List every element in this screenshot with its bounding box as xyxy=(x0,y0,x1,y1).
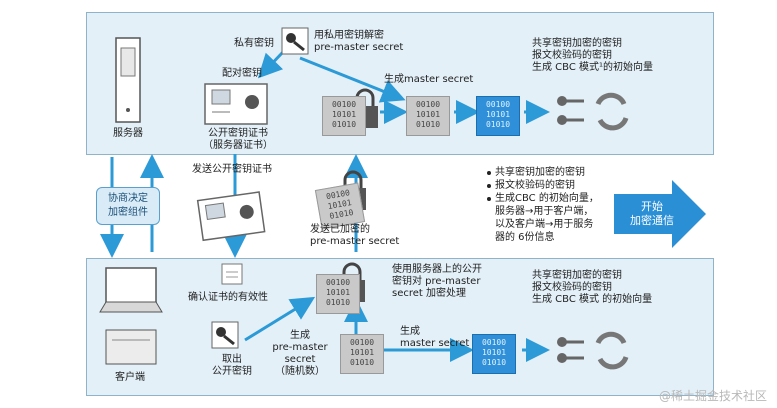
get-key-label: 取出 公开密钥 xyxy=(212,354,252,377)
arrow-get-key xyxy=(244,296,316,342)
gen-pms-label: 生成 pre-master secret （随机数） xyxy=(272,330,328,377)
key-icon xyxy=(557,337,584,363)
gen-master-bottom-label: 生成 master secret xyxy=(400,326,470,349)
watermark: @稀土掘金技术社区 xyxy=(658,389,767,403)
negotiate-box: 协商决定 加密组件 xyxy=(96,187,160,225)
key-icon xyxy=(557,96,584,125)
pair-key-label: 配对密钥 xyxy=(222,68,262,79)
client-panel xyxy=(86,258,714,396)
bullet-item: 共享密钥加密的密钥 xyxy=(486,166,599,179)
info-bullets: 共享密钥加密的密钥 报文校验码的密钥 生成CBC 的初始向量， 服务器→用于客户… xyxy=(486,166,599,244)
start-arrow-shape xyxy=(614,180,706,248)
shared-top-label: 共享密钥加密的密钥 报文校验码的密钥 生成 CBC 模式¹的初始向量 xyxy=(532,38,654,73)
bullet-cont: 服务器→用于客户端， xyxy=(495,206,594,217)
certificate-icon xyxy=(204,83,268,125)
send-pms-label: 发送已加密的 pre-master secret xyxy=(310,224,400,247)
gen-master-top-label: 生成master secret xyxy=(384,74,474,85)
bullet-item: 生成CBC 的初始向量， xyxy=(486,192,599,205)
bullet-cont: 器的 6份信息 xyxy=(495,232,555,243)
certificate-icon xyxy=(196,191,266,242)
server-label: 服务器 xyxy=(113,128,143,139)
bullet-cont: 以及客户端→用于服务 xyxy=(495,219,594,230)
key-icon xyxy=(281,27,309,55)
certificate-icon xyxy=(221,263,243,285)
start-encryption-label: 开始 加密通信 xyxy=(630,200,674,227)
laptop-icon xyxy=(99,267,163,365)
server-icon xyxy=(115,37,141,123)
verify-label: 确认证书的有效性 xyxy=(188,292,268,303)
send-cert-label: 发送公开密钥证书 xyxy=(192,164,272,175)
encrypt-label: 使用服务器上的公开 密钥对 pre-master secret 加密处理 xyxy=(392,264,482,299)
decrypt-label: 用私用密钥解密 pre-master secret xyxy=(314,30,404,53)
arrow-decrypt xyxy=(299,56,406,103)
client-label: 客户端 xyxy=(115,372,145,383)
refresh-icon xyxy=(595,92,629,131)
cert-label: 公开密钥证书 （服务器证书） xyxy=(203,128,273,151)
key-icon xyxy=(211,321,239,349)
refresh-icon xyxy=(595,331,629,370)
arrow-pair-key xyxy=(257,50,285,79)
bullet-item: 报文校验码的密钥 xyxy=(486,179,599,192)
private-key-label: 私有密钥 xyxy=(234,38,274,49)
shared-bottom-label: 共享密钥加密的密钥 报文校验码的密钥 生成 CBC 模式 的初始向量 xyxy=(532,270,653,305)
